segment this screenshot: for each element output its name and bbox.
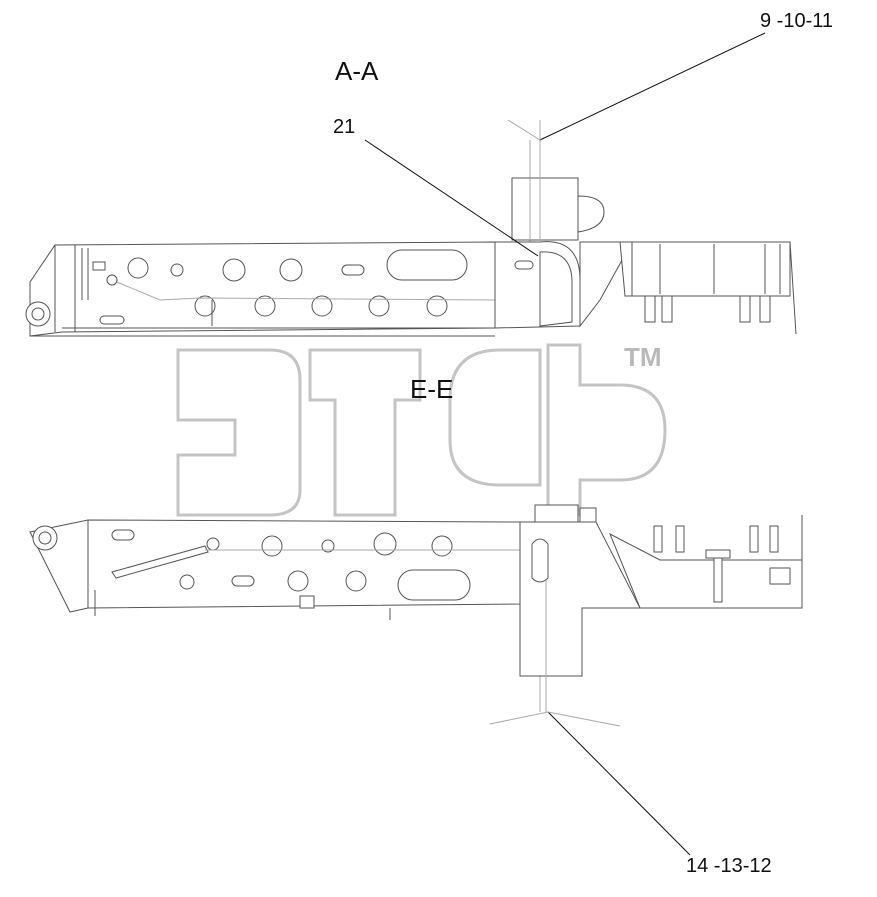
view-label-e: E-E — [410, 374, 454, 404]
watermark-trademark: TM — [624, 342, 662, 372]
callout-top-mid: 21 — [333, 116, 356, 138]
watermark-logo — [176, 343, 667, 517]
view-label-a: A-A — [335, 56, 379, 86]
callout-bottom: 14 -13-12 — [686, 855, 772, 877]
leader-lines — [364, 32, 766, 856]
frame-upper — [25, 140, 797, 337]
frame-lower — [29, 504, 803, 712]
callout-top-right: 9 -10-11 — [760, 10, 834, 32]
